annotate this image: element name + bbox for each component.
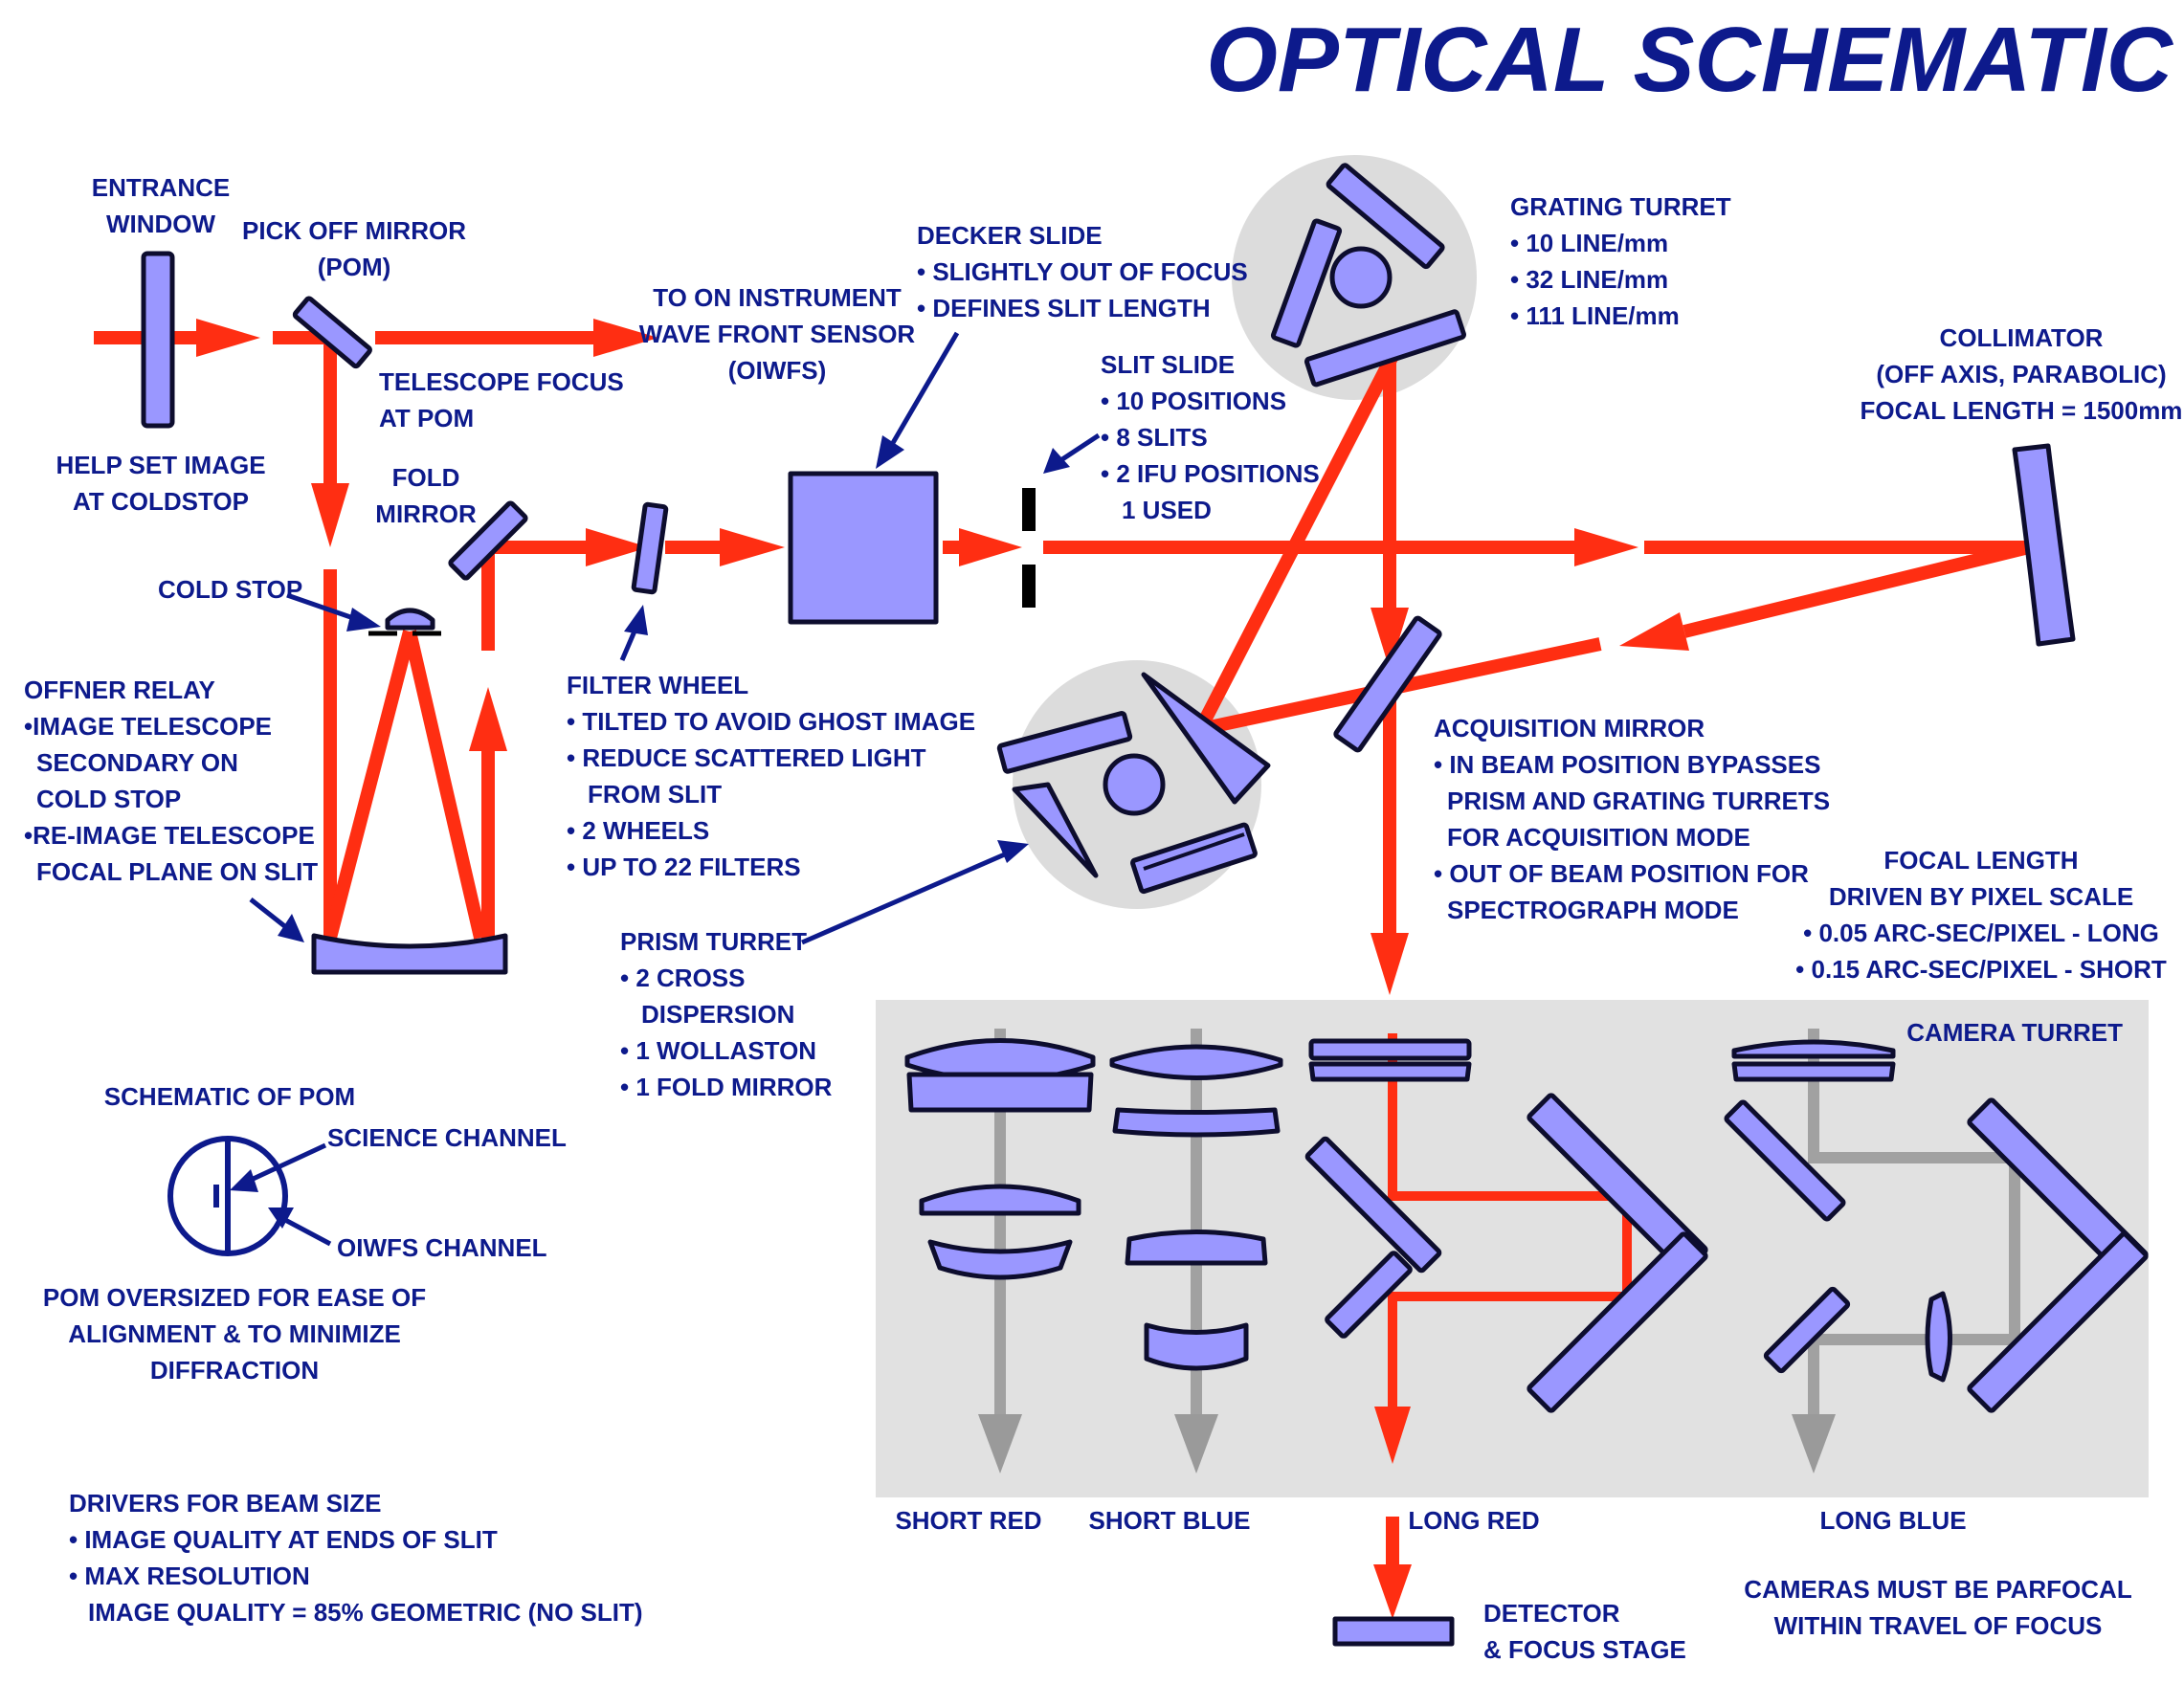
- fold-mirror: [448, 500, 528, 581]
- oiwfs-channel-label: OIWFS CHANNEL: [337, 1233, 547, 1262]
- pom-schematic: [167, 1136, 332, 1256]
- drivers-beam-label-3: • MAX RESOLUTION: [69, 1562, 310, 1590]
- offner-relay-mirror: [311, 933, 508, 975]
- collimator-label-1: COLLIMATOR: [1940, 323, 2104, 352]
- label-pointers: [249, 331, 1101, 945]
- drivers-beam-label-4: IMAGE QUALITY = 85% GEOMETRIC (NO SLIT): [88, 1598, 643, 1627]
- decker-slide: [788, 471, 939, 625]
- cold-stop: [385, 608, 435, 631]
- decker-slide-label-1: DECKER SLIDE: [917, 221, 1103, 250]
- pom-oversized-label-1: POM OVERSIZED FOR EASE OF: [43, 1283, 426, 1312]
- grating-turret: [1270, 163, 1466, 388]
- acquisition-mirror-label-3: PRISM AND GRATING TURRETS: [1447, 787, 1830, 815]
- camera-label-long-red: LONG RED: [1408, 1506, 1539, 1535]
- pom-oversized-label-2: ALIGNMENT & TO MINIMIZE: [68, 1319, 401, 1348]
- pick-off-mirror: [292, 296, 372, 369]
- help-set-image-label-1: HELP SET IMAGE: [56, 451, 265, 479]
- pick-off-mirror-label-2: (POM): [318, 253, 391, 281]
- filter-wheel-label-6: • UP TO 22 FILTERS: [567, 853, 801, 881]
- telescope-focus-label-2: AT POM: [379, 404, 474, 432]
- slit-slide-label-5: 1 USED: [1122, 496, 1212, 524]
- oiwfs-label-2: WAVE FRONT SENSOR: [639, 320, 916, 348]
- acquisition-mirror-label-1: ACQUISITION MIRROR: [1434, 714, 1705, 742]
- offner-relay-label-4: COLD STOP: [36, 785, 181, 813]
- grating-turret-label-3: • 32 LINE/mm: [1510, 265, 1668, 294]
- focal-length-label-3: • 0.05 ARC-SEC/PIXEL - LONG: [1803, 919, 2159, 947]
- filter-wheel-label-5: • 2 WHEELS: [567, 816, 709, 845]
- offner-relay-label-5: •RE-IMAGE TELESCOPE: [24, 821, 315, 850]
- collimator-label-3: FOCAL LENGTH = 1500mm: [1861, 396, 2183, 425]
- filter-wheel-label-1: FILTER WHEEL: [567, 671, 748, 699]
- filter-wheel-label-2: • TILTED TO AVOID GHOST IMAGE: [567, 707, 975, 736]
- offner-relay-label-3: SECONDARY ON: [36, 748, 238, 777]
- camera-label-short-blue: SHORT BLUE: [1089, 1506, 1251, 1535]
- prism-turret-label-5: • 1 FOLD MIRROR: [620, 1073, 833, 1101]
- prism-turret-label-2: • 2 CROSS: [620, 964, 745, 992]
- decker-slide-label-3: • DEFINES SLIT LENGTH: [917, 294, 1211, 322]
- prism-turret-label-4: • 1 WOLLASTON: [620, 1036, 816, 1065]
- slit-slide-label-4: • 2 IFU POSITIONS: [1101, 459, 1320, 488]
- camera-turret-label: CAMERA TURRET: [1906, 1018, 2123, 1047]
- page-title: OPTICAL SCHEMATIC: [1206, 9, 2173, 111]
- help-set-image-label-2: AT COLDSTOP: [73, 487, 249, 516]
- collimator-label-2: (OFF AXIS, PARABOLIC): [1876, 360, 2166, 388]
- parfocal-label-2: WITHIN TRAVEL OF FOCUS: [1774, 1611, 2103, 1640]
- acquisition-mirror-label-2: • IN BEAM POSITION BYPASSES: [1434, 750, 1820, 779]
- detector-label-2: & FOCUS STAGE: [1483, 1635, 1686, 1664]
- pom-oversized-label-3: DIFFRACTION: [150, 1356, 319, 1385]
- detector: [1332, 1616, 1455, 1647]
- decker-slide-label-2: • SLIGHTLY OUT OF FOCUS: [917, 257, 1248, 286]
- slit-slide-label-3: • 8 SLITS: [1101, 423, 1208, 452]
- slit-slide-label-1: SLIT SLIDE: [1101, 350, 1235, 379]
- telescope-focus-label-1: TELESCOPE FOCUS: [379, 367, 624, 396]
- slit-slide-label-2: • 10 POSITIONS: [1101, 387, 1286, 415]
- oiwfs-label-3: (OIWFS): [728, 356, 827, 385]
- focal-length-label-4: • 0.15 ARC-SEC/PIXEL - SHORT: [1795, 955, 2167, 984]
- drivers-beam-label-1: DRIVERS FOR BEAM SIZE: [69, 1489, 381, 1518]
- entrance-window-label-1: ENTRANCE: [92, 173, 230, 202]
- camera-label-short-red: SHORT RED: [895, 1506, 1041, 1535]
- fold-mirror-label-2: MIRROR: [375, 499, 477, 528]
- drivers-beam-label-2: • IMAGE QUALITY AT ENDS OF SLIT: [69, 1525, 498, 1554]
- collimator-mirror: [2012, 443, 2076, 647]
- prism-turret-label-3: DISPERSION: [641, 1000, 794, 1029]
- grating-turret-label-1: GRATING TURRET: [1510, 192, 1731, 221]
- camera-turret: [904, 1029, 2149, 1474]
- grating-turret-label-2: • 10 LINE/mm: [1510, 229, 1668, 257]
- pick-off-mirror-label-1: PICK OFF MIRROR: [242, 216, 466, 245]
- detector-label-1: DETECTOR: [1483, 1599, 1620, 1628]
- prism-turret-label-1: PRISM TURRET: [620, 927, 807, 956]
- filter-wheel-label-3: • REDUCE SCATTERED LIGHT: [567, 743, 926, 772]
- parfocal-label-1: CAMERAS MUST BE PARFOCAL: [1744, 1575, 2132, 1604]
- camera-label-long-blue: LONG BLUE: [1819, 1506, 1966, 1535]
- offner-relay-label-6: FOCAL PLANE ON SLIT: [36, 857, 318, 886]
- acquisition-mirror: [1333, 615, 1442, 753]
- oiwfs-label-1: TO ON INSTRUMENT: [653, 283, 902, 312]
- prism-turret: [996, 672, 1271, 895]
- entrance-window-label-2: WINDOW: [106, 210, 216, 238]
- entrance-window: [141, 251, 175, 429]
- schematic-pom-label: SCHEMATIC OF POM: [104, 1082, 355, 1111]
- offner-relay-label-1: OFFNER RELAY: [24, 676, 215, 704]
- acquisition-mirror-label-6: SPECTROGRAPH MODE: [1447, 896, 1739, 924]
- acquisition-mirror-label-4: FOR ACQUISITION MODE: [1447, 823, 1750, 852]
- focal-length-label-1: FOCAL LENGTH: [1883, 846, 2078, 875]
- slit: [1022, 488, 1036, 531]
- science-channel-label: SCIENCE CHANNEL: [327, 1123, 567, 1152]
- offner-relay-label-2: •IMAGE TELESCOPE: [24, 712, 272, 741]
- acquisition-mirror-label-5: • OUT OF BEAM POSITION FOR: [1434, 859, 1809, 888]
- filter-wheel: [631, 501, 669, 595]
- filter-wheel-label-4: FROM SLIT: [588, 780, 722, 809]
- fold-mirror-label-1: FOLD: [392, 463, 460, 492]
- focal-length-label-2: DRIVEN BY PIXEL SCALE: [1829, 882, 2133, 911]
- grating-turret-label-4: • 111 LINE/mm: [1510, 301, 1680, 330]
- cold-stop-label: COLD STOP: [158, 575, 302, 604]
